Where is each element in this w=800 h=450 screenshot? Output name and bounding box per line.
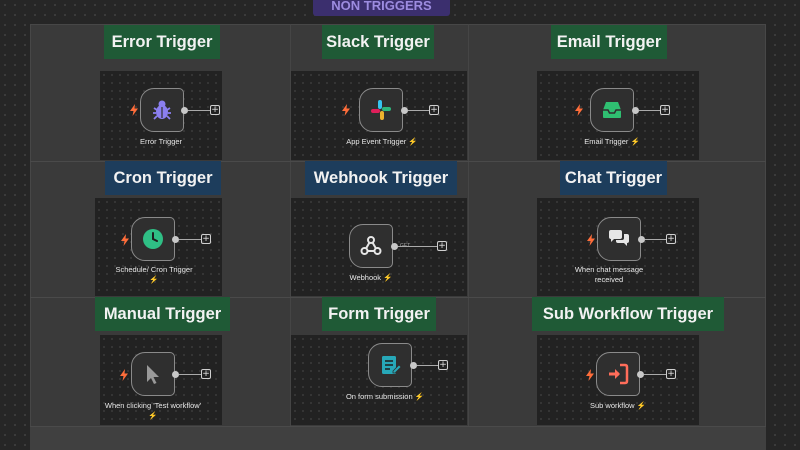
- output-connector[interactable]: [172, 371, 179, 378]
- chat-trigger-node[interactable]: [597, 217, 641, 261]
- webhook-icon: [360, 236, 382, 255]
- node-label: On form submission ⚡: [345, 392, 425, 401]
- webhook-trigger-node[interactable]: [349, 224, 393, 268]
- section-title-webhook-trigger: Webhook Trigger: [305, 161, 457, 195]
- section-title-chat-trigger: Chat Trigger: [560, 161, 667, 195]
- canvas-slack-trigger: + App Event Trigger ⚡: [291, 71, 467, 160]
- section-title-error-trigger: Error Trigger: [104, 25, 220, 59]
- canvas-form-trigger: + On form submission ⚡: [291, 335, 467, 425]
- bug-icon: [153, 100, 171, 120]
- connector-line: [408, 110, 429, 111]
- canvas-chat-trigger: + When chat message received: [537, 198, 699, 296]
- form-trigger-node[interactable]: [368, 343, 412, 387]
- canvas-email-trigger: + Email Trigger ⚡: [537, 71, 699, 160]
- canvas-sub-workflow-trigger: + Sub workflow ⚡: [537, 335, 699, 425]
- output-connector[interactable]: [391, 243, 398, 250]
- connector-line: [645, 239, 666, 240]
- section-title-manual-trigger: Manual Trigger: [95, 297, 230, 331]
- canvas-manual-trigger: + When clicking 'Test workflow' ⚡: [100, 335, 222, 425]
- cron-trigger-node[interactable]: [131, 217, 175, 261]
- trigger-bolt-icon: [575, 104, 583, 116]
- chat-icon: [609, 230, 629, 246]
- add-node-button[interactable]: +: [201, 369, 211, 379]
- output-connector[interactable]: [638, 236, 645, 243]
- trigger-bolt-icon: [130, 104, 138, 116]
- connector-line: [417, 365, 438, 366]
- trigger-bolt-icon: [586, 369, 594, 381]
- column-divider: [468, 24, 469, 428]
- output-connector[interactable]: [637, 371, 644, 378]
- trigger-bolt-icon: [342, 104, 350, 116]
- connector-line: [188, 110, 210, 111]
- canvas-webhook-trigger: GET + Webhook ⚡: [291, 198, 467, 296]
- output-connector[interactable]: [181, 107, 188, 114]
- trigger-bolt-icon: [120, 369, 128, 381]
- clock-icon: [143, 229, 163, 249]
- manual-trigger-node[interactable]: [131, 352, 175, 396]
- add-node-button[interactable]: +: [210, 105, 220, 115]
- node-label: When clicking 'Test workflow' ⚡: [104, 401, 202, 420]
- add-node-button[interactable]: +: [660, 105, 670, 115]
- node-label: Schedule/ Cron Trigger⚡: [115, 265, 193, 284]
- node-label: Email Trigger ⚡: [584, 137, 640, 146]
- connector-line: [639, 110, 660, 111]
- node-label: Error Trigger: [139, 137, 183, 146]
- output-connector[interactable]: [410, 362, 417, 369]
- node-label: App Event Trigger ⚡: [346, 137, 418, 146]
- add-node-button[interactable]: +: [438, 360, 448, 370]
- section-title-email-trigger: Email Trigger: [551, 25, 667, 59]
- node-label: Sub workflow ⚡: [589, 401, 647, 410]
- add-node-button[interactable]: +: [201, 234, 211, 244]
- cursor-icon: [147, 365, 159, 384]
- add-node-button[interactable]: +: [666, 234, 676, 244]
- section-title-slack-trigger: Slack Trigger: [322, 25, 434, 59]
- node-label: Webhook ⚡: [349, 273, 393, 282]
- bottom-strip: [30, 426, 766, 450]
- section-title-form-trigger: Form Trigger: [322, 297, 436, 331]
- slack-trigger-node[interactable]: [359, 88, 403, 132]
- email-trigger-node[interactable]: [590, 88, 634, 132]
- output-connector[interactable]: [632, 107, 639, 114]
- section-title-cron-trigger: Cron Trigger: [105, 161, 221, 195]
- column-divider: [290, 24, 291, 428]
- connector-line: [398, 246, 437, 247]
- connector-line: [179, 239, 201, 240]
- connector-line: [644, 374, 666, 375]
- trigger-bolt-icon: [587, 234, 595, 246]
- canvas-error-trigger: + Error Trigger: [100, 71, 222, 160]
- sign-in-icon: [609, 363, 629, 385]
- inbox-icon: [603, 102, 621, 118]
- slack-icon: [371, 100, 391, 120]
- output-connector[interactable]: [172, 236, 179, 243]
- sub-workflow-trigger-node[interactable]: [596, 352, 640, 396]
- canvas-cron-trigger: + Schedule/ Cron Trigger⚡: [95, 198, 222, 296]
- output-connector[interactable]: [401, 107, 408, 114]
- top-banner: NON TRIGGERS: [313, 0, 450, 16]
- form-icon: [382, 356, 402, 374]
- node-label: When chat message received: [574, 265, 644, 284]
- add-node-button[interactable]: +: [437, 241, 447, 251]
- error-trigger-node[interactable]: [140, 88, 184, 132]
- section-title-sub-workflow-trigger: Sub Workflow Trigger: [532, 297, 724, 331]
- trigger-bolt-icon: [121, 234, 129, 246]
- add-node-button[interactable]: +: [429, 105, 439, 115]
- connector-line: [179, 374, 201, 375]
- add-node-button[interactable]: +: [666, 369, 676, 379]
